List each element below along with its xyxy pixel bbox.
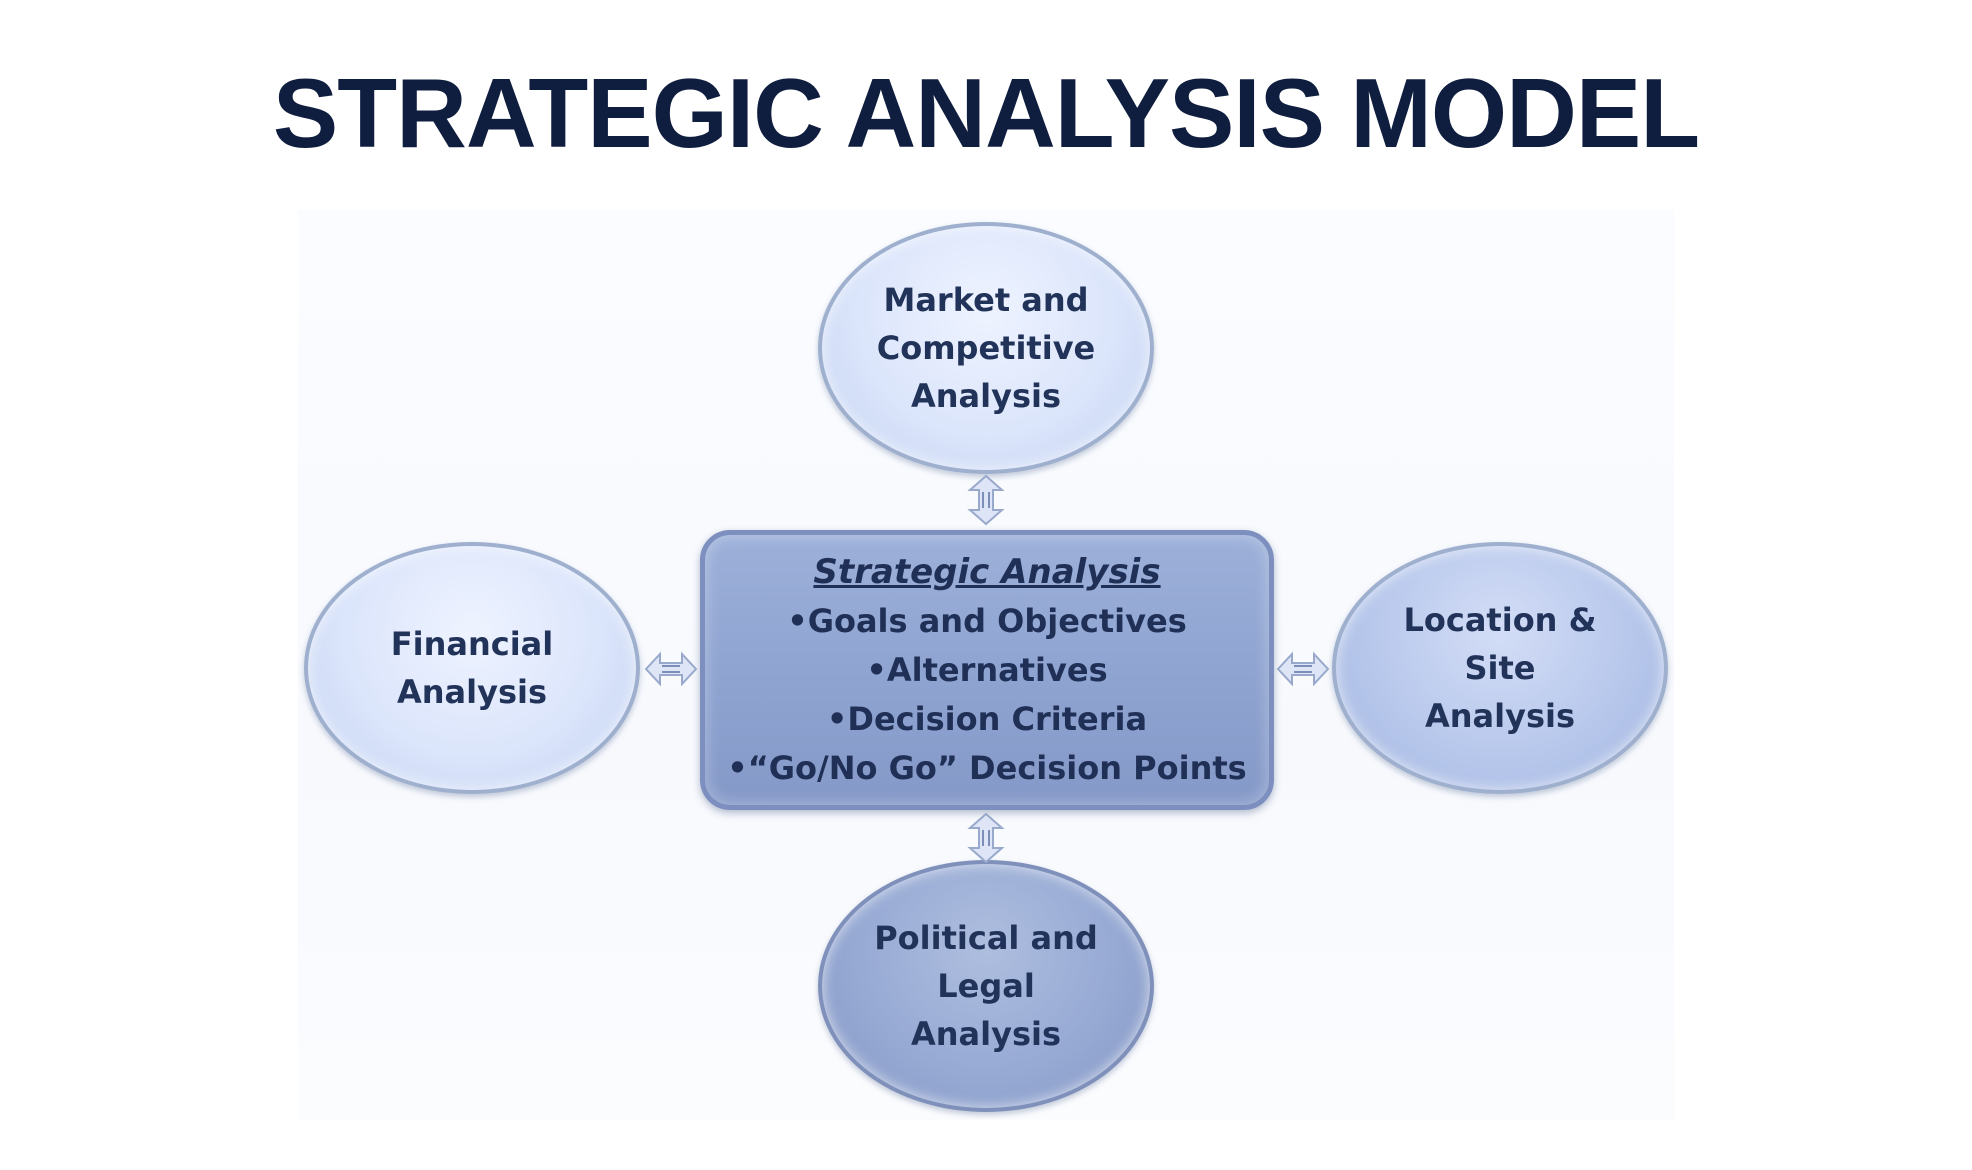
financial-analysis-node: Financial Analysis — [304, 542, 640, 794]
node-label-line: Analysis — [396, 673, 548, 711]
market-competitive-analysis-node: Market and Competitive Analysis — [818, 222, 1154, 474]
center-item: •“Go/No Go” Decision Points — [727, 748, 1247, 787]
node-label-line: Analysis — [1424, 697, 1576, 735]
political-legal-analysis-node: Political and Legal Analysis — [818, 860, 1154, 1112]
node-label-line: Market and — [883, 281, 1089, 319]
arrow-right-connector-icon — [1276, 651, 1330, 687]
center-item: •Alternatives — [866, 650, 1108, 689]
page-title: STRATEGIC ANALYSIS MODEL — [272, 58, 1700, 168]
node-label-line: Analysis — [910, 1015, 1062, 1053]
node-label-line: Financial — [390, 625, 554, 663]
center-item: •Decision Criteria — [826, 699, 1148, 738]
arrow-left-connector-icon — [644, 651, 698, 687]
node-label-line: Legal — [937, 967, 1035, 1005]
center-heading: Strategic Analysis — [813, 551, 1161, 592]
node-label-line: Competitive — [876, 329, 1096, 367]
node-label-line: Political and — [874, 919, 1098, 957]
node-label-line: Analysis — [910, 377, 1062, 415]
node-label-line: Location & — [1403, 601, 1597, 639]
center-item: •Goals and Objectives — [787, 601, 1187, 640]
arrow-bottom-connector-icon — [967, 812, 1005, 864]
strategic-analysis-center-box: Strategic Analysis •Goals and Objectives… — [700, 530, 1274, 810]
node-label-line: Site — [1464, 649, 1536, 687]
location-site-analysis-node: Location & Site Analysis — [1332, 542, 1668, 794]
arrow-top-connector-icon — [967, 474, 1005, 526]
